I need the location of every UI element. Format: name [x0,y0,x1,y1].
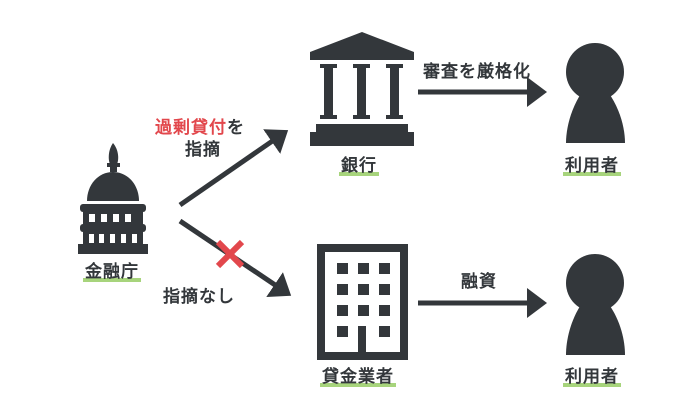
edge-label-bank-to-user: 審査を厳格化 [423,62,531,82]
node-label-moneylender: 貸金業者 [320,367,396,387]
bank-building-icon [310,32,414,146]
edge-label-fsa-to-bank: 過剰貸付を [155,118,245,138]
edge-label-fsa-to-bank-line2: 指摘 [185,140,221,160]
node-label-user-top: 利用者 [563,156,621,176]
person-icon [566,43,625,143]
capitol-dome-icon [78,143,148,254]
node-label-fsa: 金融庁 [83,262,141,282]
edge-label-fsa-to-moneylender: 指摘なし [163,287,235,307]
node-label-user-bottom: 利用者 [563,367,621,387]
cross-mark-icon [215,239,245,269]
edge-label-moneylender-to-user: 融資 [461,272,497,292]
office-building-icon [317,244,408,360]
node-label-bank: 銀行 [339,156,379,176]
person-icon [566,254,625,355]
arrow-fsa-to-bank [178,129,289,208]
excessive-lending-text: 過剰貸付 [155,118,227,138]
